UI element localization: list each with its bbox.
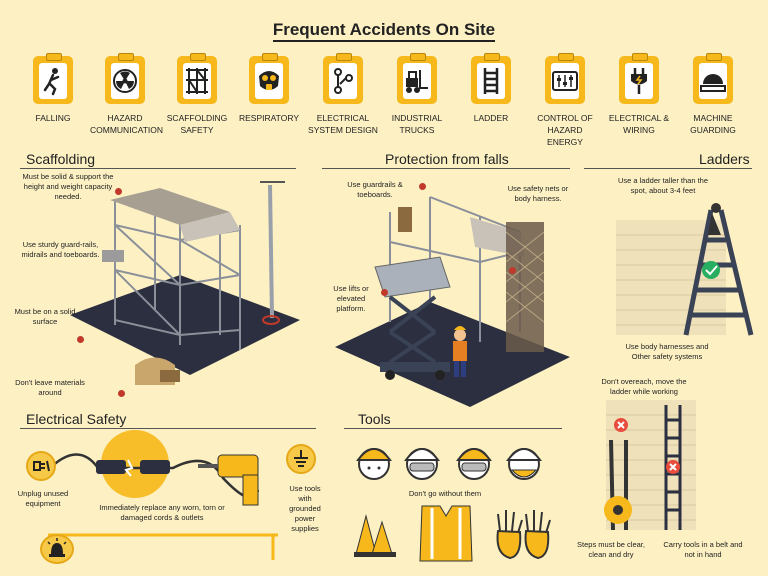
section-title-scaffolding: Scaffolding bbox=[26, 151, 96, 167]
scaffold-marker-support bbox=[115, 188, 122, 195]
category-falling: FALLING bbox=[18, 53, 88, 124]
ladders-note-steps: Steps must be clear, clean and dry bbox=[577, 540, 645, 559]
scaffold-grid-icon bbox=[186, 68, 208, 94]
scaffold-note-guardrails: Use sturdy guard-rails, midrails and toe… bbox=[21, 240, 100, 259]
ladders-note-harness: Use body harnesses and Other safety syst… bbox=[625, 342, 709, 361]
section-title-tools: Tools bbox=[358, 411, 391, 427]
scaffold-marker-materials bbox=[118, 390, 125, 397]
gas-mask-icon bbox=[259, 71, 279, 90]
falling-person-icon bbox=[43, 68, 60, 96]
scaffolding-rule bbox=[20, 168, 296, 169]
ladders-note-carry: Carry tools in a belt and not in hand bbox=[663, 540, 743, 559]
section-title-ladders: Ladders bbox=[699, 151, 750, 167]
category-scaffolding-safety: SCAFFOLDING SAFETY bbox=[162, 53, 232, 136]
section-title-electrical: Electrical Safety bbox=[26, 411, 127, 427]
category-electrical-wiring: ELECTRICAL & WIRING bbox=[604, 53, 674, 136]
tools-note-dont-go: Don't go without them bbox=[408, 489, 482, 498]
category-machine-guarding: MACHINE GUARDING bbox=[678, 53, 748, 136]
unplug-badge bbox=[26, 451, 56, 481]
worker-faces bbox=[356, 448, 542, 480]
ground-badge bbox=[286, 444, 316, 474]
falls-marker-nets bbox=[509, 267, 516, 274]
radiation-hazard-icon bbox=[113, 69, 137, 93]
falls-marker-guardrails bbox=[419, 183, 426, 190]
falls-rule bbox=[322, 168, 570, 169]
control-panel-icon bbox=[552, 71, 578, 91]
electrical-illustration bbox=[47, 430, 278, 560]
ladders-rule bbox=[584, 168, 752, 169]
falls-note-nets: Use safety nets or body harness. bbox=[507, 184, 569, 203]
ladder-icon bbox=[483, 68, 499, 94]
ladder-wall-illustration bbox=[616, 203, 754, 336]
ground-symbol-icon bbox=[294, 450, 308, 467]
category-respiratory: RESPIRATORY bbox=[234, 53, 304, 124]
category-control-of-hazard-energy: CONTROL OF HAZARD ENERGY bbox=[530, 53, 600, 148]
forklift-icon bbox=[406, 70, 428, 93]
ppe-illustration bbox=[354, 448, 551, 562]
scaffolding-illustration bbox=[70, 181, 300, 385]
falls-note-guardrails: Use guardrails & toeboards. bbox=[347, 180, 403, 199]
ladders-note-overreach: Don't overeach, move the ladder while wo… bbox=[601, 377, 687, 396]
category-ladder: LADDER bbox=[456, 53, 526, 124]
electrical-note-grounded: Use tools with grounded power supplies bbox=[289, 484, 321, 533]
scaffold-note-materials: Don't leave materials around bbox=[15, 378, 85, 397]
page-title: Frequent Accidents On Site bbox=[0, 20, 768, 42]
falls-marker-lifts bbox=[381, 289, 388, 296]
saw-blade-icon bbox=[700, 74, 726, 92]
scaffold-note-support: Must be solid & support the height and w… bbox=[22, 172, 114, 201]
category-hazard-communication: HAZARD COMMUNICATION bbox=[90, 53, 163, 136]
tools-rule bbox=[344, 428, 562, 429]
ladders-note-taller: Use a ladder taller than the spot, about… bbox=[617, 176, 709, 195]
electrical-note-unplug: Unplug unused equipment bbox=[17, 489, 69, 508]
circuit-icon bbox=[334, 68, 353, 94]
scaffold-note-surface: Must be on a solid surface bbox=[14, 307, 76, 326]
unplug-icon bbox=[33, 460, 50, 472]
electrical-rule bbox=[20, 428, 316, 429]
scaffold-marker-surface bbox=[77, 336, 84, 343]
plug-icon bbox=[631, 68, 647, 94]
ppe-items bbox=[354, 505, 551, 562]
category-row: FALLING HAZARD COMMUNICATION SCAFFOLDING… bbox=[18, 53, 758, 156]
falls-note-lifts: Use lifts or elevated platform. bbox=[333, 284, 369, 313]
electrical-note-replace: Immediately replace any worn, torn or da… bbox=[99, 503, 225, 522]
alarm-badge bbox=[40, 534, 74, 564]
ladder-overreach-illustration bbox=[604, 400, 696, 531]
category-electrical-system-design: ELECTRICAL SYSTEM DESIGN bbox=[308, 53, 378, 136]
fall-protection-illustration bbox=[335, 196, 570, 407]
section-title-falls: Protection from falls bbox=[385, 151, 509, 167]
category-industrial-trucks: INDUSTRIAL TRUCKS bbox=[382, 53, 452, 136]
alarm-light-icon bbox=[47, 538, 67, 557]
